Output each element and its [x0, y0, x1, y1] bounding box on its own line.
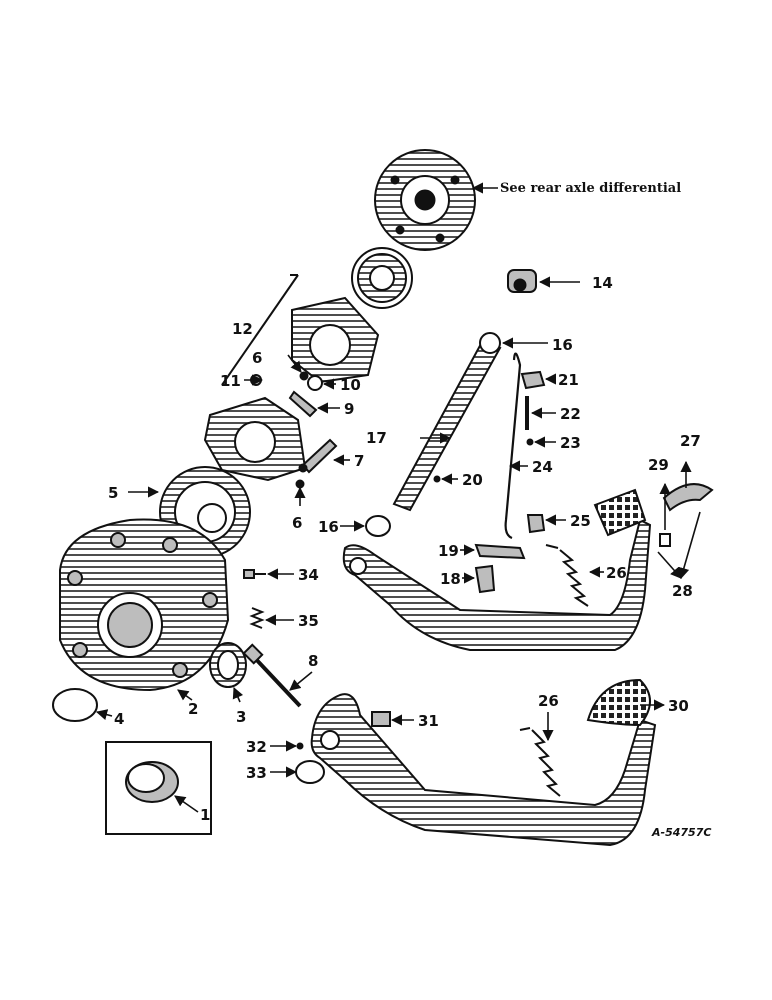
label-9: 9 — [344, 400, 354, 418]
part-25-threaded-fitting — [526, 514, 546, 534]
label-32: 32 — [246, 738, 267, 756]
label-12: 12 — [232, 320, 253, 338]
part-23-cotter — [526, 438, 534, 446]
part-16-bushing-upper — [479, 332, 501, 354]
pressure-plate-part — [203, 396, 307, 482]
differential-housing-part — [374, 149, 476, 251]
label-26-lower: 26 — [538, 692, 559, 710]
figure-code: A-54757C — [651, 826, 711, 839]
label-22: 22 — [560, 405, 581, 423]
part-32-cotter — [296, 742, 304, 750]
label-34: 34 — [298, 566, 319, 584]
upper-brake-pedal — [342, 488, 652, 651]
part-27-pedal-pad — [662, 483, 714, 512]
label-16-upper: 16 — [552, 336, 573, 354]
part-10-ball — [307, 375, 323, 391]
label-4: 4 — [114, 710, 124, 728]
label-3: 3 — [236, 708, 246, 726]
label-31: 31 — [418, 712, 439, 730]
part-1-inset-box — [105, 741, 212, 835]
label-16-lower: 16 — [318, 518, 339, 536]
part-33-washer — [295, 760, 325, 784]
label-28: 28 — [672, 582, 693, 600]
part-29-clip — [659, 533, 671, 547]
label-35: 35 — [298, 612, 319, 630]
label-21: 21 — [558, 371, 579, 389]
label-33: 33 — [246, 764, 267, 782]
part-14-coupling — [507, 269, 537, 293]
part-6-pin-lower — [295, 479, 305, 489]
label-6-upper: 6 — [252, 349, 262, 367]
part-21-clip — [520, 370, 546, 390]
label-25: 25 — [570, 512, 591, 530]
part-35-spring — [249, 607, 265, 629]
label-10: 10 — [340, 376, 361, 394]
part-34-bolt — [243, 569, 266, 579]
part-17-cross-shaft — [392, 340, 502, 512]
label-5: 5 — [108, 484, 118, 502]
part-30-lower-pedal — [310, 678, 657, 847]
label-11: 11 — [220, 372, 241, 390]
part-24-rod — [504, 352, 522, 540]
part-20-key — [433, 475, 441, 483]
part-26-spring-lower — [519, 727, 561, 797]
part-19-pawl — [474, 543, 526, 560]
part-26-spring-upper — [545, 544, 589, 607]
part-2-brake-housing — [59, 518, 230, 692]
label-8: 8 — [308, 652, 318, 670]
label-17: 17 — [366, 429, 387, 447]
part-4-plug — [52, 688, 98, 722]
friction-disc-upper-part — [351, 247, 413, 309]
part-8-adjuster-bolt — [242, 643, 302, 708]
assembly-12-bracket — [221, 274, 299, 386]
label-14: 14 — [592, 274, 613, 292]
label-20: 20 — [462, 471, 483, 489]
label-26-upper: 26 — [606, 564, 627, 582]
part-16-bushing-lower — [365, 515, 391, 537]
label-23: 23 — [560, 434, 581, 452]
label-2: 2 — [188, 700, 198, 718]
part-9-link — [288, 390, 318, 418]
label-19: 19 — [438, 542, 459, 560]
label-1: 1 — [200, 806, 210, 824]
part-labels: 14 12 16 6 11 10 21 9 22 17 23 27 7 24 2… — [108, 274, 711, 839]
label-27: 27 — [680, 432, 701, 450]
brake-actuator-housing-part — [291, 296, 380, 384]
part-31-stop-bolt — [371, 711, 391, 727]
part-18-bracket — [474, 564, 496, 594]
part-3-seal — [209, 642, 247, 688]
label-29: 29 — [648, 456, 669, 474]
label-7: 7 — [354, 452, 364, 470]
part-7-link — [298, 438, 338, 474]
part-6-pin-upper — [299, 371, 309, 381]
label-6-lower: 6 — [292, 514, 302, 532]
note-see-differential: See rear axle differential — [500, 181, 681, 196]
label-24: 24 — [532, 458, 553, 476]
label-30: 30 — [668, 697, 689, 715]
label-18: 18 — [440, 570, 461, 588]
